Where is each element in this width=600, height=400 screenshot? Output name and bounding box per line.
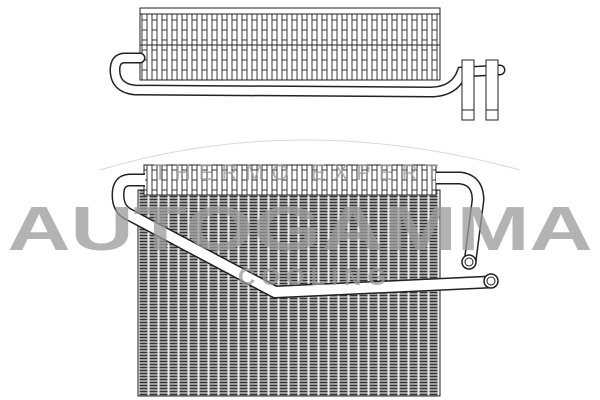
watermark: THERMO EXPERT AUTOGAMMA COOLING	[8, 139, 593, 291]
top-view	[109, 7, 506, 121]
front-view	[111, 164, 499, 397]
watermark-tagline-top: THERMO EXPERT	[153, 160, 446, 185]
watermark-tagline-bottom: COOLING	[238, 264, 392, 291]
watermark-brand: AUTOGAMMA	[8, 195, 593, 264]
